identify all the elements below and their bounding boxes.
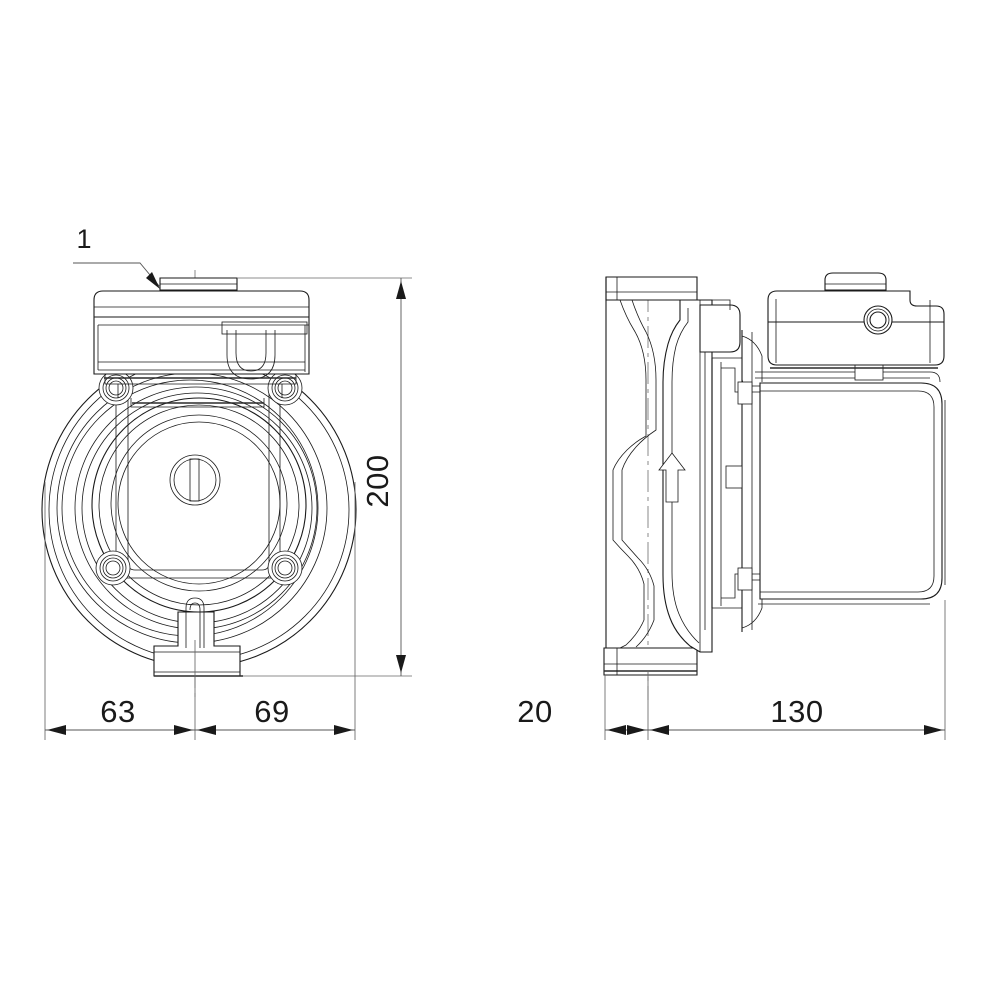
top-inlet-flange: [605, 276, 698, 301]
dim-200-arrow-bottom: [396, 655, 406, 673]
motor-plate-circle: [110, 414, 288, 592]
dim-63-arrow-left: [47, 725, 66, 735]
motor-band-top: [755, 371, 941, 383]
dim-200-arrow-top: [396, 281, 406, 299]
shaft-hub: [169, 454, 221, 506]
casing-upper-lug: [699, 304, 741, 353]
terminal-box-front: [93, 277, 310, 408]
adapter-fillet-bottom: [741, 584, 763, 629]
adapter-lug-middle: [725, 465, 743, 489]
dim-63-arrow-right: [174, 725, 193, 735]
terminal-screw-outer: [863, 305, 893, 335]
dim-63-69-group: 63 69: [44, 482, 356, 740]
dim-130-arrow-right: [924, 725, 943, 735]
dim-20-arrow-right: [627, 725, 646, 735]
adapter-plate: [711, 330, 763, 632]
bottom-outlet-flange: [603, 647, 698, 676]
terminal-box-base-lip: [104, 374, 297, 385]
callout-1-label: 1: [76, 224, 91, 254]
cable-gland-base: [221, 321, 308, 335]
casing-inner-contour-left: [612, 299, 647, 649]
adapter-lug-lower: [737, 567, 753, 591]
dim-200-text: 200: [360, 454, 395, 507]
motor-housing: [755, 357, 946, 605]
terminal-screw-inner: [869, 311, 887, 329]
dim-69-arrow-right: [334, 725, 353, 735]
bolt-hole-top-left: [98, 370, 134, 406]
terminal-box-outline: [93, 290, 310, 375]
dim-200: 200: [237, 277, 412, 677]
cable-gland-loop-outer: [226, 330, 276, 380]
flow-arrow-icon: [658, 452, 686, 503]
outlet-bore-right: [189, 602, 201, 648]
casing-top-cut: [712, 299, 731, 310]
side-view: 20 130: [517, 272, 946, 740]
dim-130-text: 130: [770, 694, 823, 729]
dim-20-arrow-left: [607, 725, 626, 735]
adapter-lug-upper: [737, 381, 753, 405]
callout-1: 1: [73, 224, 161, 289]
hub-outer-circle: [169, 454, 221, 506]
bolt-hole-top-right: [267, 370, 303, 406]
motor-housing-outline-inner: [760, 390, 935, 593]
cable-gland-loop-inner: [235, 330, 267, 372]
bolt-hole-bottom-left: [95, 550, 131, 586]
flow-direction-arrow: [658, 452, 686, 503]
terminal-box-side: [767, 272, 945, 369]
volute-casing: [603, 276, 741, 676]
dim-20-130-group: 20 130: [517, 600, 946, 740]
outlet-port-front: [153, 597, 243, 677]
front-view: 1 200 63 69: [41, 224, 412, 740]
bolt-hole-bottom-right: [267, 550, 303, 586]
callout-1-arrowhead: [146, 272, 160, 289]
casing-inner-contour-left-2: [621, 299, 657, 648]
dim-63-text: 63: [100, 694, 135, 729]
volute-chamber-profile-inner: [671, 308, 700, 644]
adapter-fillet-top: [741, 335, 763, 382]
terminal-box-side-outline: [767, 290, 945, 366]
dim-20-text: 20: [517, 694, 552, 729]
dim-69-text: 69: [254, 694, 289, 729]
dim-130-arrow-left: [650, 725, 669, 735]
motor-housing-outline: [759, 382, 943, 600]
outlet-bore-left: [185, 597, 205, 648]
terminal-cable-cap: [824, 272, 887, 291]
dim-69-arrow-left: [197, 725, 216, 735]
shaft-key-slot: [189, 458, 200, 502]
